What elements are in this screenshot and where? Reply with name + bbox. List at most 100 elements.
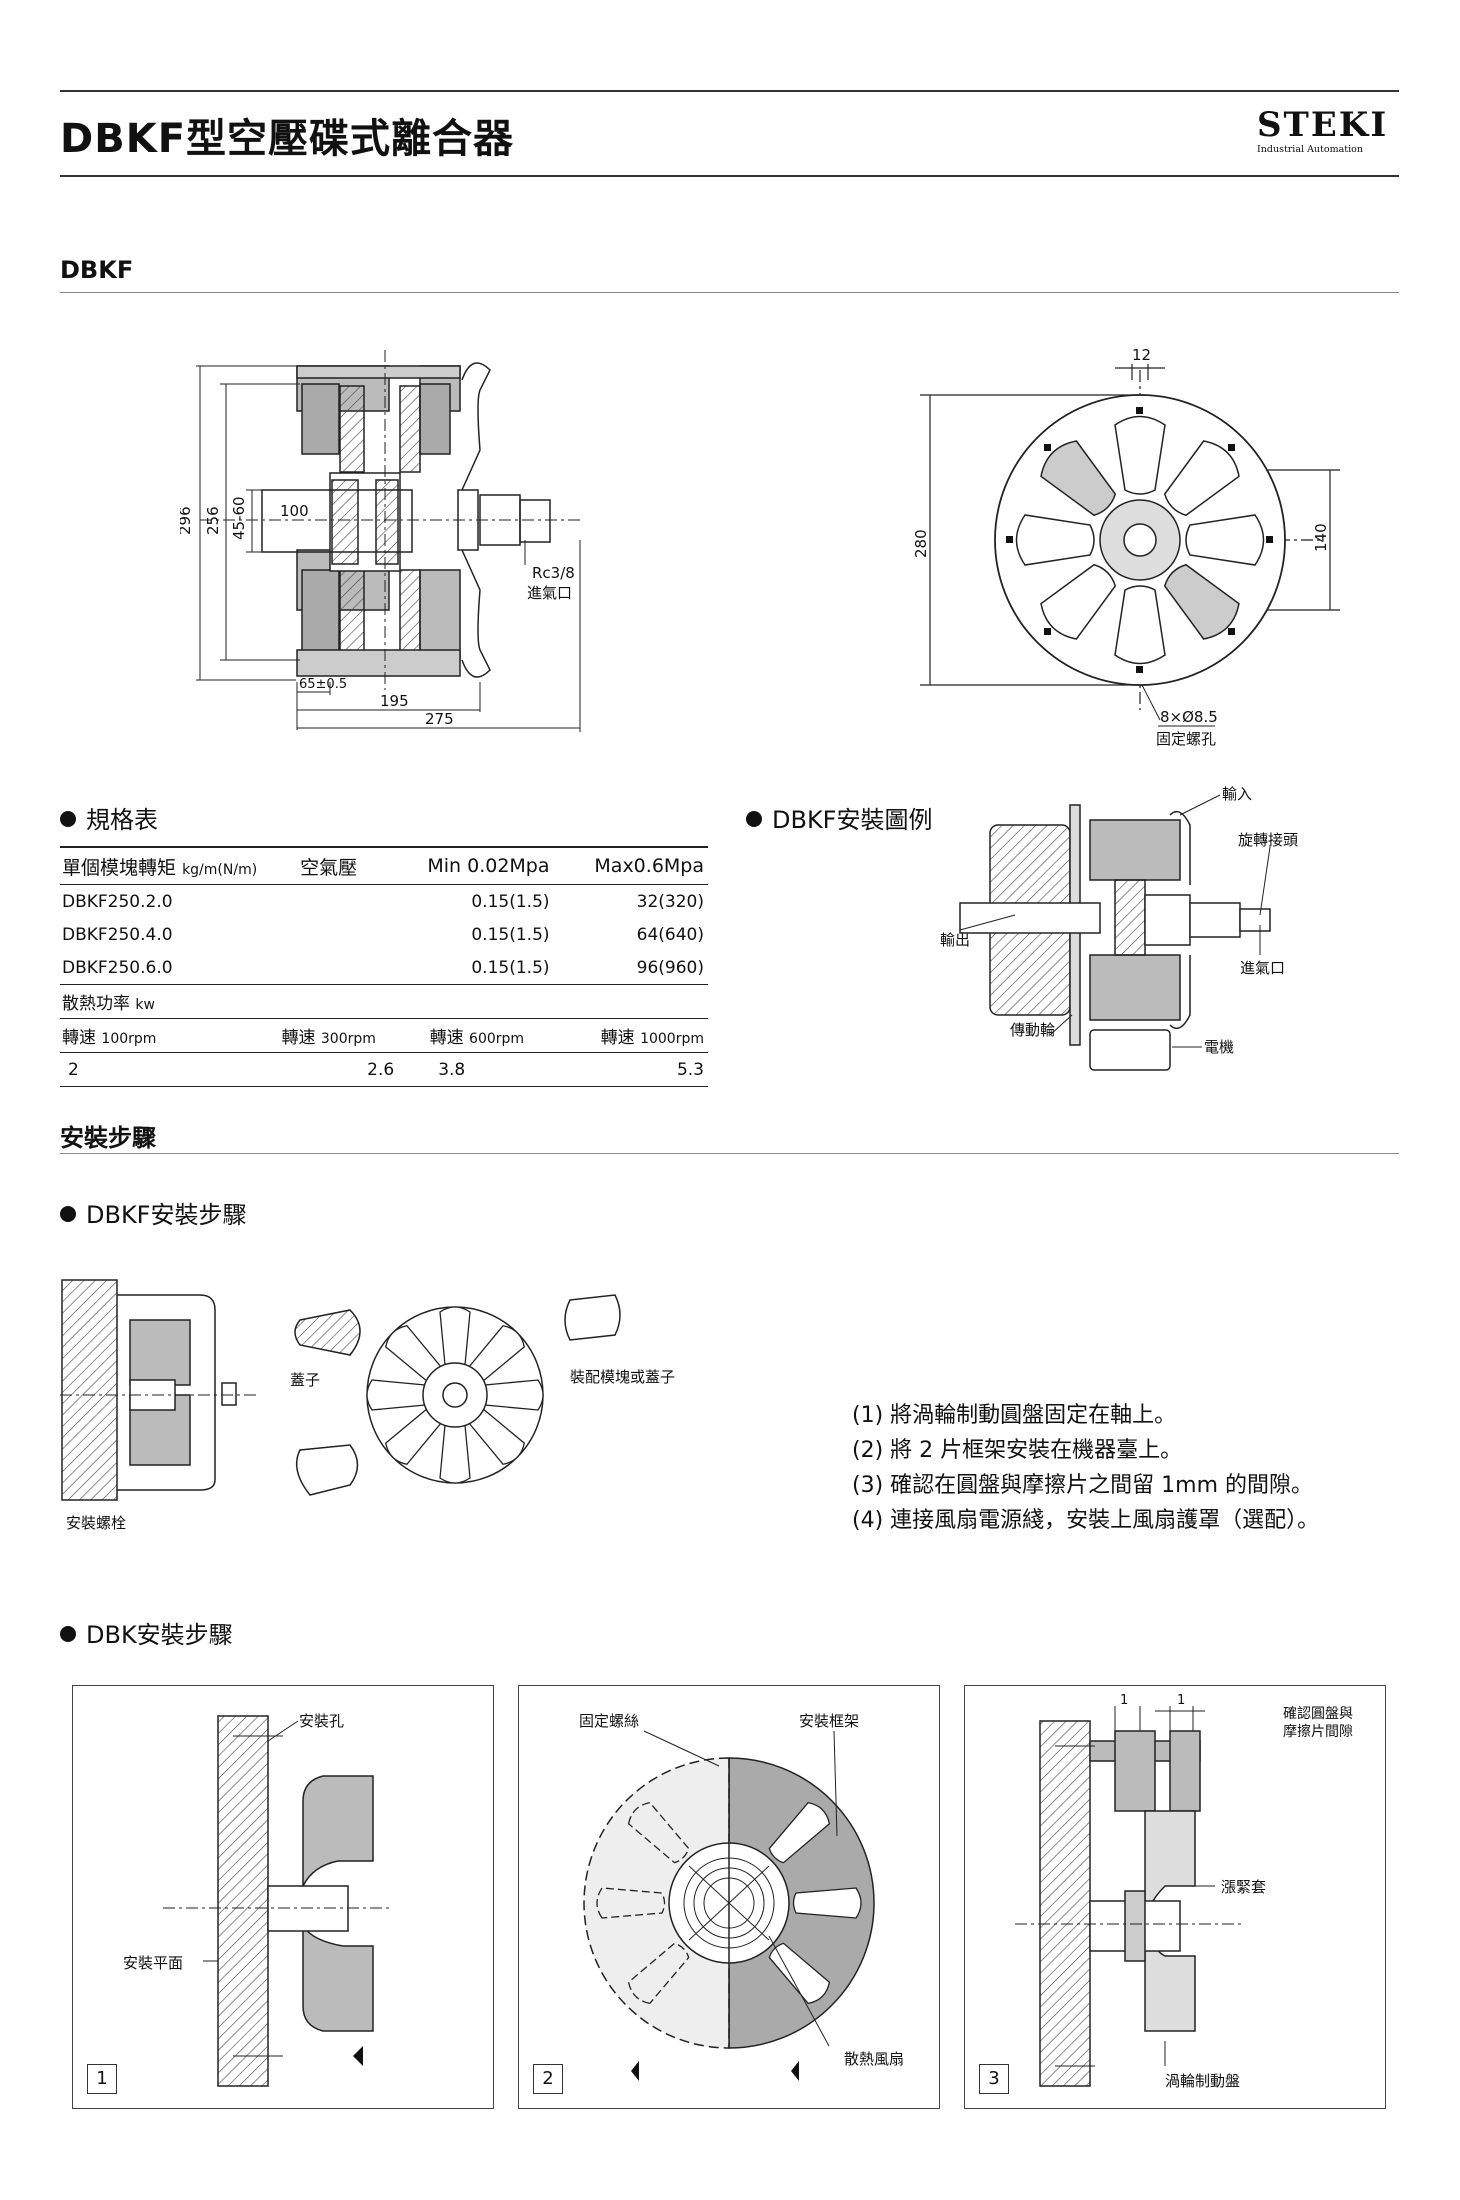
heat-value: 3.8: [398, 1052, 554, 1087]
install-rule: [60, 1153, 1399, 1154]
install-example-heading-text: DBKF安裝圖例: [772, 806, 933, 834]
row-model: DBKF250.2.0: [62, 891, 173, 912]
port-name: 進氣口: [527, 584, 572, 602]
friction-pads: [1015, 415, 1265, 665]
heat-label-row: 散熱功率 kw: [60, 984, 708, 1019]
speed-value: 300rpm: [320, 1031, 376, 1047]
logo-subtitle: Industrial Automation: [1257, 144, 1363, 155]
dim-100: 100: [280, 502, 309, 520]
dim-140: 140: [1312, 523, 1330, 552]
label-frame: 安裝框架: [799, 1712, 859, 1730]
row-model: DBKF250.4.0: [62, 924, 173, 945]
port-label: Rc3/8: [532, 564, 575, 582]
install-example-drawing: 輸入 旋轉接頭 輸出 進氣口 傳動輪 電機: [940, 785, 1298, 1071]
bullet-icon: [60, 1206, 76, 1222]
spec-heading: 規格表: [60, 800, 158, 835]
label-motor: 電機: [1204, 1038, 1234, 1056]
step-panel-1: 安裝孔 安裝平面 1: [72, 1685, 494, 2109]
dim-195: 195: [380, 692, 409, 710]
brand-logo: STEKI Industrial Automation: [1257, 105, 1389, 162]
label-hole: 安裝孔: [299, 1712, 344, 1730]
speed-label: 轉速: [281, 1028, 316, 1048]
row-min: 0.15(1.5): [471, 924, 550, 945]
arrow-icon: [791, 2061, 799, 2081]
row-model: DBKF250.6.0: [62, 957, 173, 978]
heat-value: 2: [60, 1052, 258, 1087]
label-cover: 蓋子: [290, 1371, 320, 1389]
col-min: Min 0.02Mpa: [427, 855, 550, 877]
label-bolt: 安裝螺栓: [66, 1514, 126, 1532]
section-model: DBKF: [60, 256, 134, 284]
row-min: 0.15(1.5): [471, 957, 550, 978]
speed-label: 轉速: [62, 1028, 96, 1048]
speed-label: 轉速: [429, 1028, 464, 1048]
label-drive-wheel: 傳動輪: [1010, 1021, 1055, 1039]
section-rule: [60, 292, 1399, 293]
col-torque: 單個模塊轉矩: [62, 856, 177, 879]
logo-text: STEKI: [1257, 105, 1389, 145]
arrow-icon: [353, 2046, 363, 2066]
row-max: 96(960): [636, 957, 704, 978]
speed-value: 600rpm: [469, 1031, 525, 1047]
panel-3-drawing: 1 1 確認圓盤與 摩擦片間隙 漲緊套 渦輪制動盤: [1015, 1693, 1353, 2090]
step-panel-3: 1 1 確認圓盤與 摩擦片間隙 漲緊套 渦輪制動盤 3: [964, 1685, 1386, 2109]
install-steps-heading: 安裝步驟: [60, 1124, 156, 1152]
step-item: (4) 連接風扇電源綫，安裝上風扇護罩（選配）。: [852, 1508, 1320, 1533]
row-min: 0.15(1.5): [471, 891, 550, 912]
speed-label: 轉速: [600, 1028, 635, 1048]
page-title: DBKF型空壓碟式離合器: [60, 116, 515, 162]
panel-number: 1: [87, 2064, 117, 2094]
steps-list: (1) 將渦輪制動圓盤固定在軸上。 (2) 將 2 片框架安裝在機器臺上。 (3…: [852, 1398, 1319, 1538]
dim-a: 1: [1120, 1693, 1128, 1708]
header-bottom-rule: [60, 175, 1399, 177]
spec-heading-text: 規格表: [86, 806, 158, 834]
table-row: DBKF250.4.0 0.15(1.5) 64(640): [60, 918, 708, 951]
dim-280: 280: [912, 529, 930, 558]
dbk-steps-heading: DBK安裝步驟: [60, 1615, 233, 1650]
spec-header-row: 單個模塊轉矩 kg/m(N/m) 空氣壓 Min 0.02Mpa Max0.6M…: [60, 846, 708, 885]
heat-value: 5.3: [553, 1052, 708, 1087]
col-torque-unit: kg/m(N/m): [182, 861, 258, 878]
hole-name: 固定螺孔: [1156, 730, 1216, 748]
front-view-drawing: 12 280 140 8×Ø8.5 固定螺孔: [912, 346, 1340, 748]
label-surface: 安裝平面: [123, 1954, 183, 1972]
table-row: DBKF250.2.0 0.15(1.5) 32(320): [60, 885, 708, 919]
table-row: DBKF250.6.0 0.15(1.5) 96(960): [60, 951, 708, 985]
speed-value: 100rpm: [101, 1031, 157, 1047]
row-max: 64(640): [636, 924, 704, 945]
speed-value: 1000rpm: [640, 1031, 704, 1047]
label-gap-line2: 摩擦片間隙: [1283, 1723, 1353, 1740]
label-rotary-joint: 旋轉接頭: [1238, 831, 1298, 849]
dbk-steps-heading-text: DBK安裝步驟: [86, 1621, 233, 1649]
panel-number: 2: [533, 2064, 563, 2094]
arrow-icon: [631, 2061, 639, 2081]
dbkf-steps-heading: DBKF安裝步驟: [60, 1195, 247, 1230]
col-max: Max0.6Mpa: [594, 855, 704, 877]
install-example-heading: DBKF安裝圖例: [746, 800, 933, 835]
dim-65: 65±0.5: [299, 677, 347, 692]
dbkf-steps-drawing: 安裝螺栓 蓋子 裝配模塊或蓋子: [60, 1279, 675, 1532]
dim-45-60: 45-60: [230, 496, 248, 540]
heat-value: 2.6: [257, 1052, 399, 1087]
label-output: 輸出: [940, 931, 970, 949]
bullet-icon: [746, 811, 762, 827]
heat-value-row: 2 2.6 3.8 5.3: [60, 1052, 708, 1087]
bullet-icon: [60, 1626, 76, 1642]
col-air-pressure: 空氣壓: [300, 856, 358, 879]
row-max: 32(320): [636, 891, 704, 912]
label-assemble: 裝配模塊或蓋子: [570, 1368, 675, 1386]
dim-275: 275: [425, 710, 454, 728]
step-item: (1) 將渦輪制動圓盤固定在軸上。: [852, 1403, 1177, 1428]
panel-number: 3: [979, 2064, 1009, 2094]
dim-256: 256: [204, 506, 222, 535]
header-top-rule: [60, 90, 1399, 92]
label-fan: 散熱風扇: [844, 2050, 904, 2068]
heat-label: 散熱功率: [62, 994, 130, 1014]
panel-1-drawing: 安裝孔 安裝平面: [123, 1712, 393, 2087]
bullet-icon: [60, 811, 76, 827]
step-panel-2: 固定螺絲 安裝框架 散熱風扇 2: [518, 1685, 940, 2109]
dbkf-steps-heading-text: DBKF安裝步驟: [86, 1201, 247, 1229]
label-sleeve: 漲緊套: [1221, 1878, 1266, 1896]
step-item: (3) 確認在圓盤與摩擦片之間留 1mm 的間隙。: [852, 1473, 1314, 1498]
dim-12: 12: [1132, 346, 1151, 364]
